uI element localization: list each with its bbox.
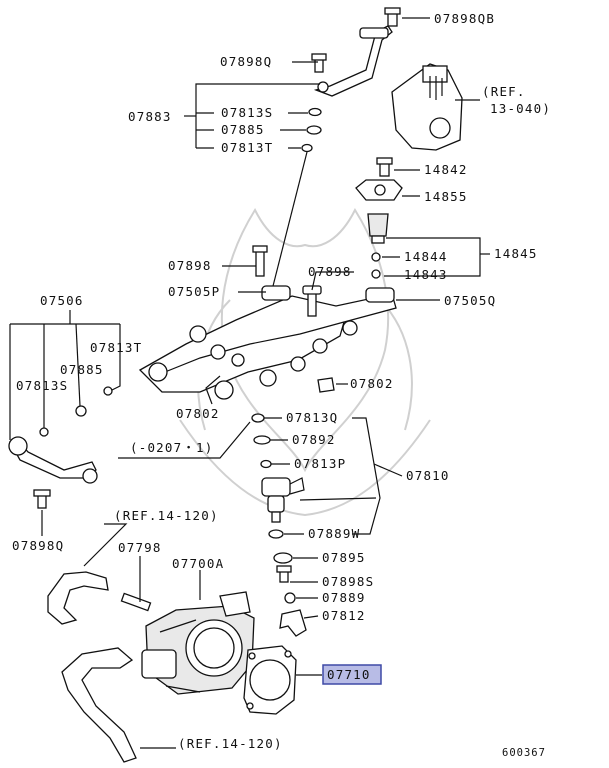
insulator-07802 [317,377,335,393]
fuel-return-pipe [8,436,98,484]
sensor-14845 [367,213,389,237]
label-07813S-top: 07813S [221,105,273,120]
label-07898QB: 07898QB [434,11,495,26]
hose-upper [47,571,109,625]
label-07802-left: 07802 [176,406,220,421]
label-07812: 07812 [322,608,366,623]
label-07885-top: 07885 [221,122,265,137]
bolt-07898-right [307,291,317,317]
fuel-rail [138,285,397,400]
label-14844: 14844 [404,249,448,264]
label-07883: 07883 [128,109,172,124]
bypass-pipe-top [311,7,401,97]
washer-07813S-top [308,107,322,117]
label-07898S: 07898S [322,574,374,589]
bolt-07898-left [255,249,265,277]
label-07813T-top: 07813T [221,140,273,155]
label-date-range: (-0207・1) [130,440,214,455]
bracket-07812 [279,609,307,637]
label-07802-right: 07802 [350,376,394,391]
washer-07813T-left [103,386,113,396]
washer-07889 [284,592,296,604]
oring-07889W [268,529,284,539]
label-ref-13-040-a: (REF. [482,84,526,99]
label-ref-14-120-bottom: (REF.14-120) [178,736,283,751]
label-07898-left: 07898 [168,258,212,273]
injector-07810 [261,477,305,523]
oring-07813P [260,459,272,469]
label-07798: 07798 [118,540,162,555]
label-07700A: 07700A [172,556,224,571]
gasket-07710 [243,645,297,715]
gasket-07885-top [306,125,322,135]
label-14843: 14843 [404,267,448,282]
label-07710[interactable]: 07710 [327,667,371,682]
bolt-07798 [120,592,152,612]
grommet-07892 [253,435,271,445]
label-07889W: 07889W [308,526,360,541]
label-07813Q: 07813Q [286,410,338,425]
label-07810: 07810 [406,468,450,483]
label-07892: 07892 [292,432,336,447]
label-07505P: 07505P [168,284,220,299]
label-07813S-left: 07813S [16,378,68,393]
label-14855: 14855 [424,189,468,204]
highlight-07710[interactable]: 07710 [322,664,382,685]
washer-07813T-top [301,143,313,153]
label-07505Q: 07505Q [444,293,496,308]
oring-07895 [273,552,293,564]
label-07898Q-left: 07898Q [12,538,64,553]
label-07813P: 07813P [294,456,346,471]
engine-block-ref [391,63,480,151]
washer-14843 [371,269,381,279]
throttle-body-07700A [141,591,255,695]
label-14842: 14842 [424,162,468,177]
hose-lower [61,647,137,763]
label-07813T-left: 07813T [90,340,142,355]
label-07889: 07889 [322,590,366,605]
label-14845: 14845 [494,246,538,261]
label-ref-14-120-top: (REF.14-120) [114,508,219,523]
gasket-07885-left [75,405,87,417]
washer-14844 [371,252,381,262]
washer-07813S-left [39,427,49,437]
label-ref-13-040-b: 13-040) [490,101,551,116]
diagram-id: 600367 [502,747,546,759]
label-07885-left: 07885 [60,362,104,377]
label-07898Q-top: 07898Q [220,54,272,69]
oring-07813Q [251,413,265,423]
label-07895: 07895 [322,550,366,565]
label-07898-right: 07898 [308,264,352,279]
label-07506: 07506 [40,293,84,308]
highlight-box[interactable] [322,664,382,685]
